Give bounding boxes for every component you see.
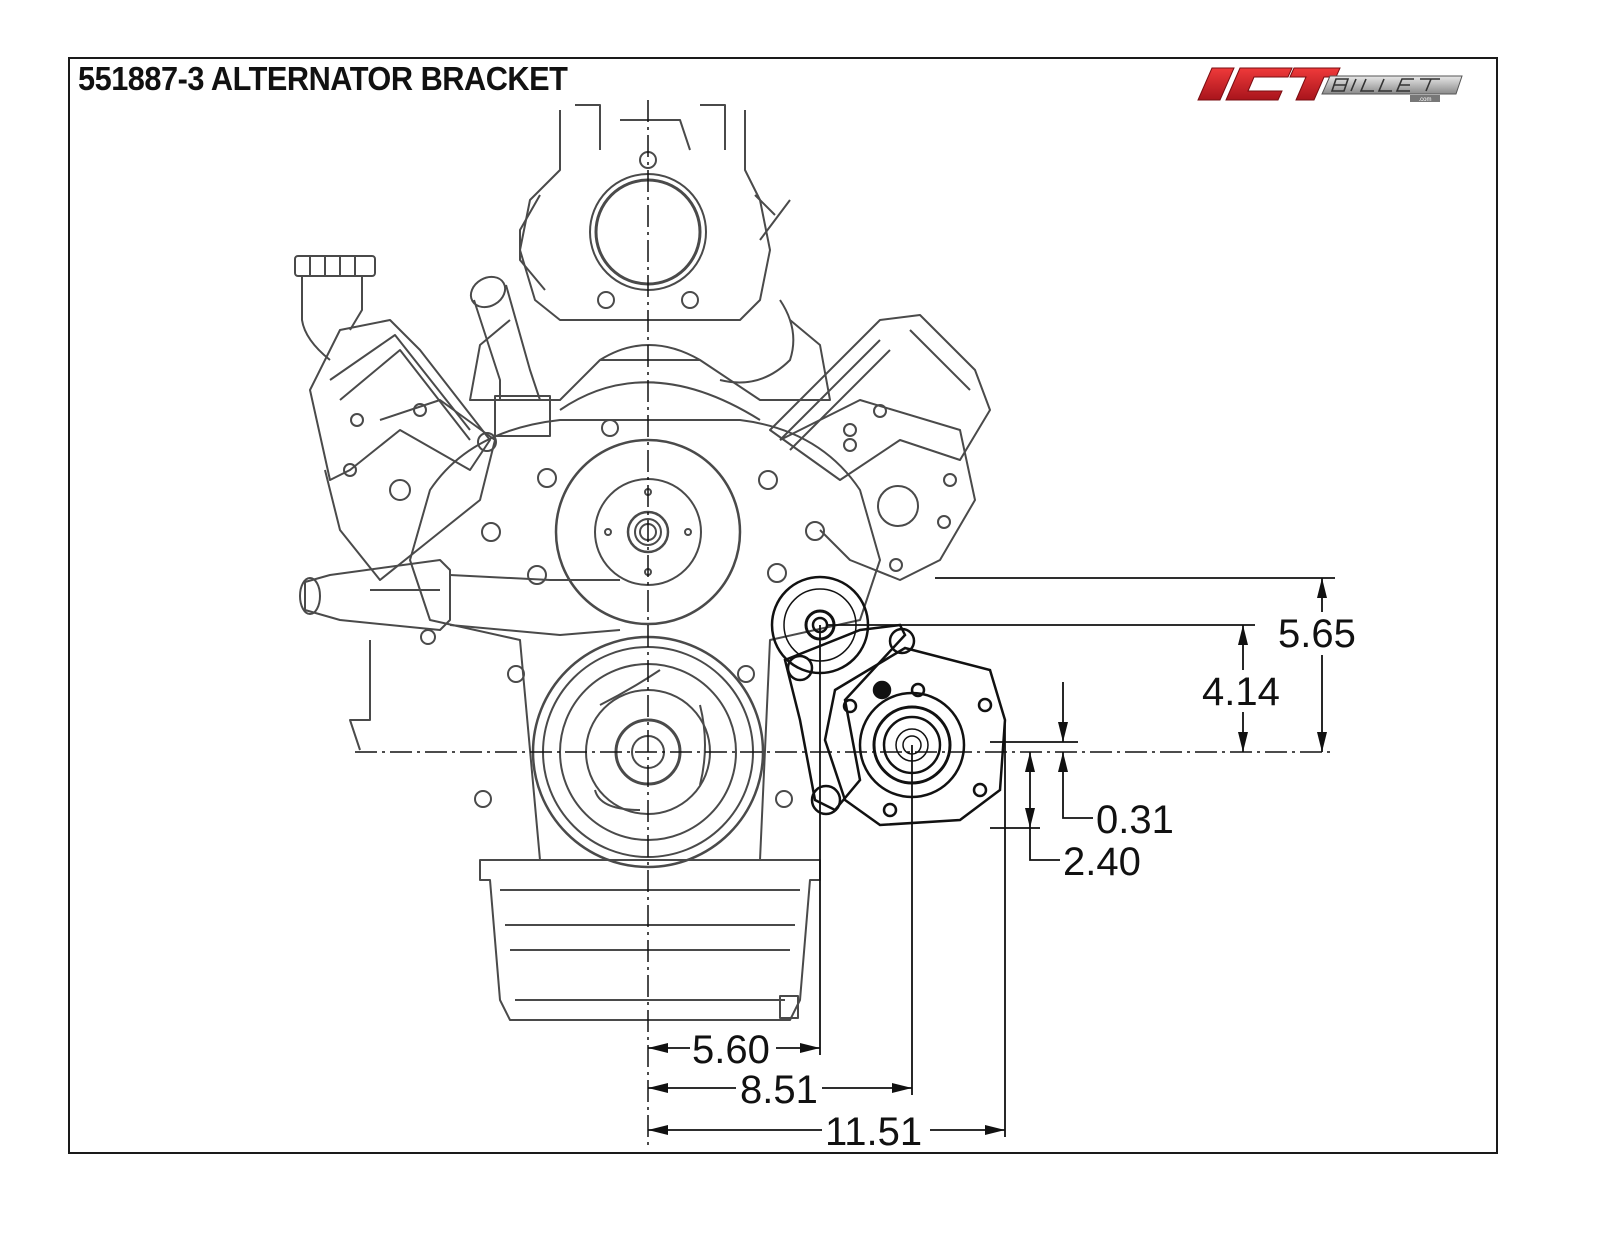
water-pump-pulley [554, 438, 742, 626]
dim-label-0-31: 0.31 [1094, 798, 1176, 842]
dim-label-8-51: 8.51 [738, 1068, 820, 1112]
extension-lines [819, 577, 1335, 1137]
right-valve-cover [769, 314, 991, 481]
dimension-lines [648, 578, 1327, 1135]
oil-pan [479, 859, 821, 1021]
dim-label-5-65: 5.65 [1276, 612, 1358, 656]
dim-label-5-60: 5.60 [690, 1028, 772, 1072]
throttle-body [519, 104, 791, 321]
right-cylinder-head [779, 399, 976, 581]
intake-manifold [469, 299, 831, 421]
left-cylinder-head [324, 399, 496, 581]
dim-label-2-40: 2.40 [1061, 840, 1143, 884]
drawing-title: 551887-3 ALTERNATOR BRACKET [78, 60, 568, 97]
coolant-neck [469, 275, 551, 437]
bracket [783, 623, 916, 816]
left-valve-cover [309, 319, 491, 481]
drawing-frame [68, 57, 1498, 1154]
front-cover [409, 419, 881, 861]
svg-text:.com: .com [1418, 97, 1431, 103]
dim-label-4-14: 4.14 [1200, 670, 1282, 714]
ict-billet-logo: .com [1197, 67, 1463, 103]
thermostat-housing [299, 559, 621, 751]
dim-label-11-51: 11.51 [823, 1110, 925, 1154]
centerlines [355, 100, 1335, 1145]
alternator-bracket-assembly [770, 575, 1007, 827]
oil-fill-cap [294, 255, 376, 361]
